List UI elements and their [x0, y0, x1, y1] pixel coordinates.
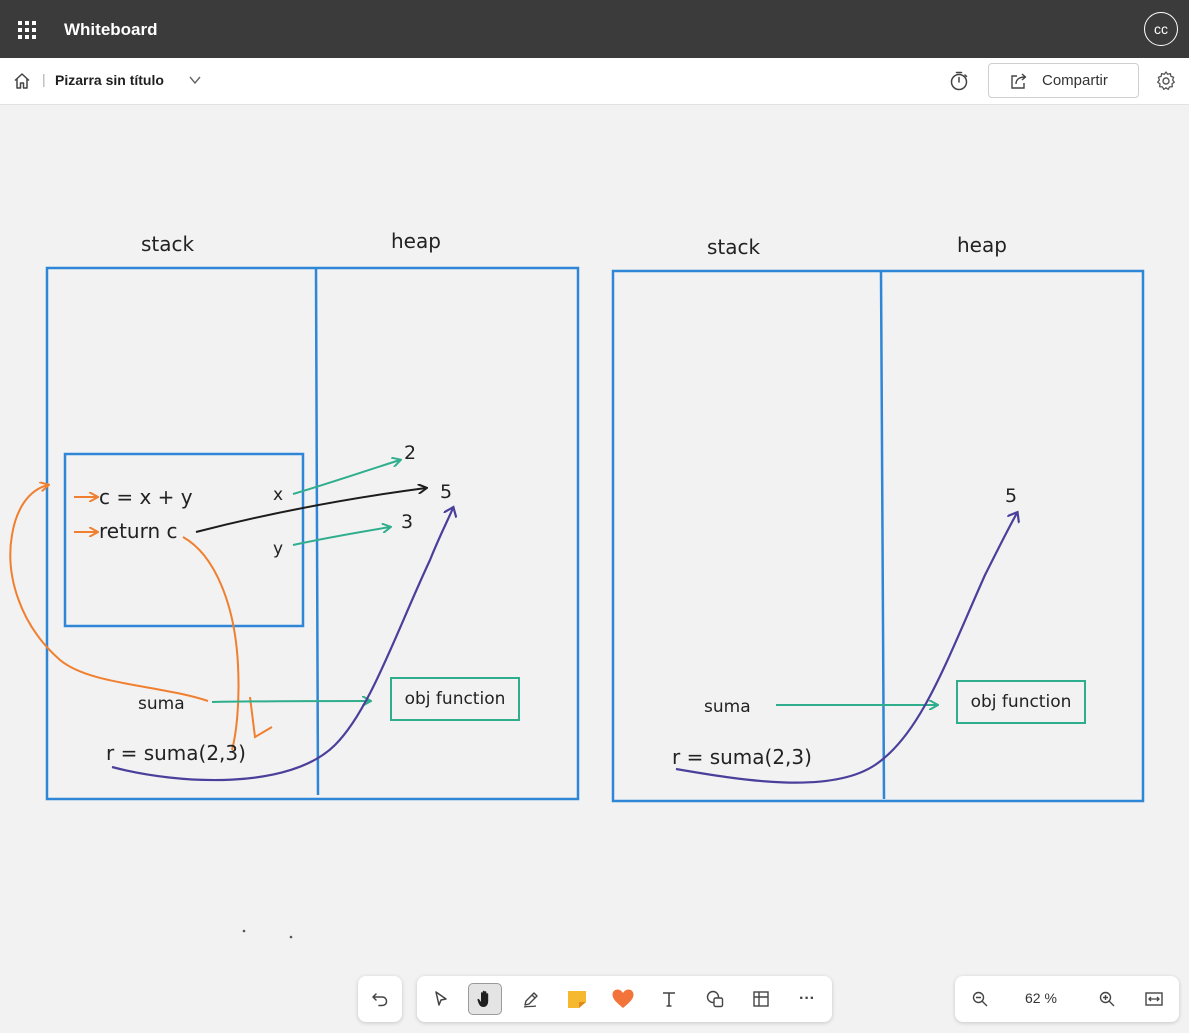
call-label-left: r = suma(2,3)	[106, 741, 246, 765]
breadcrumb-separator: |	[42, 71, 46, 87]
obj-function-box-left: obj function	[390, 677, 520, 721]
timer-icon[interactable]	[948, 70, 970, 92]
tools-toolbar: ···	[417, 976, 832, 1022]
pen-icon	[523, 992, 538, 1008]
reaction-icon	[612, 989, 634, 1008]
arrow-y-to-3	[292, 527, 390, 546]
suma-label-right: suma	[704, 697, 751, 717]
frame-line-return: return c	[99, 519, 178, 543]
shapes-tool-button[interactable]	[698, 983, 732, 1015]
arrow-x-to-2	[292, 460, 400, 495]
app-launcher-icon[interactable]	[16, 19, 38, 41]
left-stack-label: stack	[141, 232, 195, 256]
zoom-out-button[interactable]	[963, 983, 997, 1015]
pen-tool-button[interactable]	[514, 983, 548, 1015]
right-memory-frame	[611, 269, 1145, 803]
zoom-level[interactable]: 62 %	[1025, 990, 1057, 1006]
arrow-r-to-5-left	[111, 508, 453, 782]
heap-value-2: 2	[404, 442, 417, 464]
arrow-return-to-5	[195, 488, 426, 533]
left-heap-label: heap	[391, 229, 441, 253]
pan-tool-button[interactable]	[468, 983, 502, 1015]
undo-icon	[372, 993, 388, 1007]
undo-toolbar	[358, 976, 402, 1022]
user-avatar[interactable]: cc	[1144, 12, 1178, 46]
gear-icon[interactable]	[1155, 70, 1177, 92]
arrow-r-to-5-right	[675, 513, 1017, 784]
more-icon: ···	[799, 990, 815, 1007]
zoom-out-icon	[972, 991, 988, 1007]
pan-icon	[477, 990, 489, 1007]
orange-flow-curve-left	[9, 485, 209, 702]
ink-dot	[242, 929, 246, 933]
board-name[interactable]: Pizarra sin título	[55, 72, 164, 88]
undo-button[interactable]	[363, 983, 397, 1015]
fit-screen-icon	[1145, 992, 1163, 1006]
share-button[interactable]: Compartir	[988, 63, 1139, 98]
heap-value-5-right: 5	[1005, 485, 1018, 507]
param-x-label: x	[273, 485, 284, 505]
suma-label-left: suma	[138, 694, 185, 714]
select-tool-button[interactable]	[424, 983, 458, 1015]
frame-line-c: c = x + y	[99, 485, 193, 509]
share-label: Compartir	[1042, 72, 1108, 89]
home-icon[interactable]	[12, 71, 32, 91]
sticky-note-button[interactable]	[560, 983, 594, 1015]
orange-return-hook	[249, 696, 273, 739]
orange-return-curve	[182, 536, 240, 751]
text-icon	[663, 992, 675, 1007]
call-label-right: r = suma(2,3)	[672, 745, 812, 769]
right-heap-label: heap	[957, 233, 1007, 257]
left-memory-frame	[45, 266, 580, 801]
text-tool-button[interactable]	[652, 983, 686, 1015]
arrow-suma-to-obj-left	[211, 701, 370, 702]
share-icon	[1011, 73, 1027, 89]
right-stack-heap-divider	[879, 271, 886, 800]
chevron-down-icon[interactable]	[188, 74, 202, 86]
more-tools-button[interactable]: ···	[790, 983, 824, 1015]
left-stack-heap-divider	[314, 268, 320, 796]
table-tool-button[interactable]	[744, 983, 778, 1015]
zoom-toolbar: 62 %	[955, 976, 1179, 1022]
zoom-in-button[interactable]	[1090, 983, 1124, 1015]
ink-dot	[289, 935, 293, 939]
table-icon	[753, 991, 769, 1007]
shapes-icon	[706, 990, 724, 1008]
obj-function-box-right: obj function	[956, 680, 1086, 724]
reaction-button[interactable]	[606, 983, 640, 1015]
app-header: Whiteboard cc	[0, 0, 1189, 58]
right-stack-label: stack	[707, 235, 761, 259]
heap-value-3: 3	[401, 511, 414, 533]
sticky-note-icon	[568, 991, 586, 1008]
zoom-in-icon	[1099, 991, 1115, 1007]
command-bar: | Pizarra sin título Compartir	[0, 58, 1189, 105]
select-icon	[435, 991, 447, 1006]
heap-value-5-left: 5	[440, 481, 453, 503]
app-title: Whiteboard	[64, 20, 158, 39]
fit-to-screen-button[interactable]	[1137, 983, 1171, 1015]
left-function-frame	[63, 452, 305, 628]
param-y-label: y	[273, 539, 284, 559]
ink-layer	[9, 266, 1145, 939]
whiteboard-canvas[interactable]: stack heap c = x + y return c x y 2 5 3 …	[0, 105, 1189, 1033]
